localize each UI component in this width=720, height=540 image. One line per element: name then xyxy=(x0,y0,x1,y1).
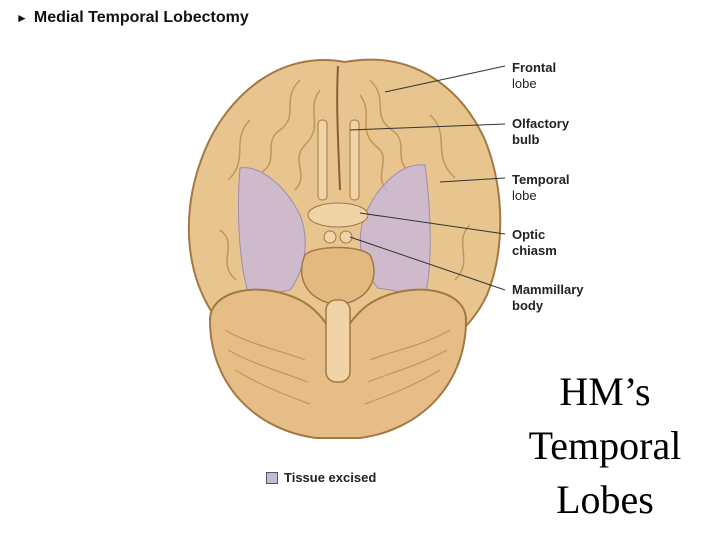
label-line: Temporal xyxy=(512,172,570,188)
label-mammillary-body: Mammillary body xyxy=(512,282,584,314)
label-olfactory-bulb: Olfactory bulb xyxy=(512,116,569,148)
label-optic-chiasm: Optic chiasm xyxy=(512,227,557,259)
caption-line: Lobes xyxy=(505,473,705,527)
slide-caption: HM’s Temporal Lobes xyxy=(505,365,705,527)
olfactory-tract-right xyxy=(350,120,359,200)
label-line: Frontal xyxy=(512,60,556,76)
legend-swatch xyxy=(266,472,278,484)
mammillary-body-left xyxy=(324,231,336,243)
label-line: Optic xyxy=(512,227,557,243)
label-line: Olfactory xyxy=(512,116,569,132)
label-line: chiasm xyxy=(512,243,557,259)
label-line: bulb xyxy=(512,132,569,148)
label-line: Mammillary xyxy=(512,282,584,298)
caption-line: Temporal xyxy=(505,419,705,473)
label-line: body xyxy=(512,298,584,314)
caption-line: HM’s xyxy=(505,365,705,419)
label-temporal-lobe: Temporal lobe xyxy=(512,172,570,204)
legend-text: Tissue excised xyxy=(284,470,376,485)
label-frontal-lobe: Frontal lobe xyxy=(512,60,556,92)
optic-chiasm xyxy=(308,203,368,227)
label-line: lobe xyxy=(512,188,570,204)
medulla xyxy=(326,300,350,382)
olfactory-tract-left xyxy=(318,120,327,200)
legend: Tissue excised xyxy=(266,470,376,485)
label-line: lobe xyxy=(512,76,556,92)
